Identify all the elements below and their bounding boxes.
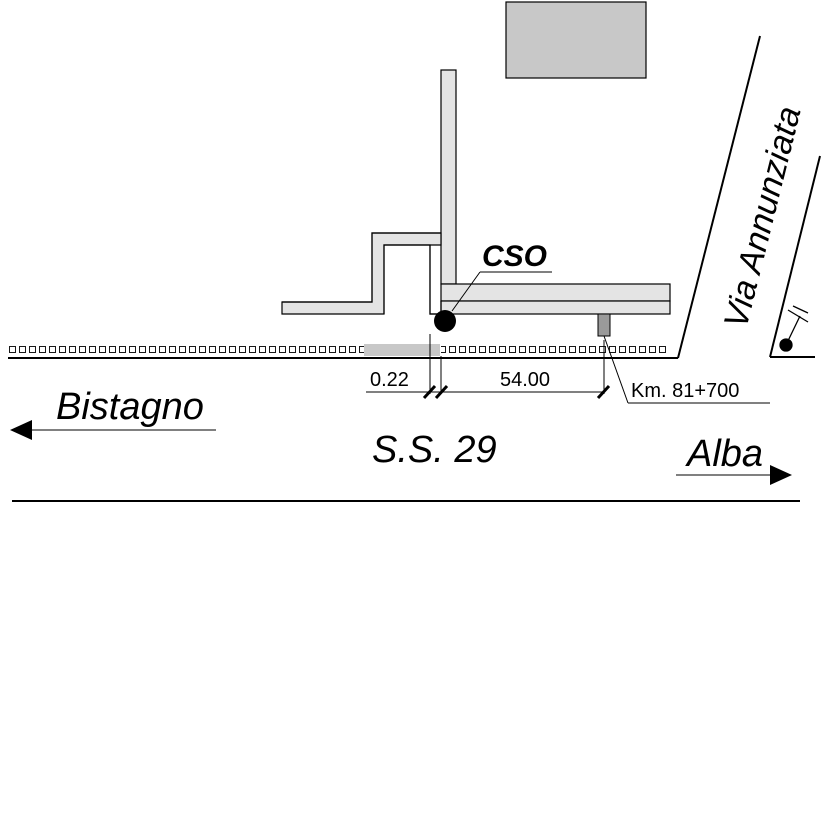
sidewalk-east	[441, 344, 669, 356]
cso-leader	[451, 271, 481, 312]
stepped-wall-outline	[282, 232, 441, 315]
sidewalk-west	[8, 344, 364, 356]
dimension-lines	[366, 334, 611, 400]
dimension-small-label: 0.22	[370, 369, 409, 391]
dimension-large-label: 54.00	[500, 369, 550, 391]
street-edge-west	[677, 35, 761, 359]
km-marker-leader	[603, 335, 629, 404]
km-marker-post	[597, 313, 611, 337]
horizontal-wall-upper	[440, 283, 671, 302]
cso-point-icon	[434, 310, 456, 332]
sidewalk-gap	[364, 344, 440, 356]
horizontal-wall-lower	[440, 300, 671, 315]
road-label: S.S. 29	[372, 429, 497, 471]
building	[505, 1, 647, 79]
direction-west-label: Bistagno	[56, 386, 204, 428]
wall-structure	[281, 69, 671, 315]
km-marker-label: Km. 81+700	[631, 380, 739, 402]
arrow-east-icon	[770, 465, 792, 485]
hydrant-icon	[779, 305, 809, 352]
cso-label: CSO	[482, 240, 547, 273]
vertical-wall	[440, 69, 457, 285]
street-edge-east	[769, 155, 821, 358]
arrow-west-icon	[10, 420, 32, 440]
street-label: Via Annunziata	[717, 103, 809, 332]
direction-east-label: Alba	[685, 433, 763, 475]
